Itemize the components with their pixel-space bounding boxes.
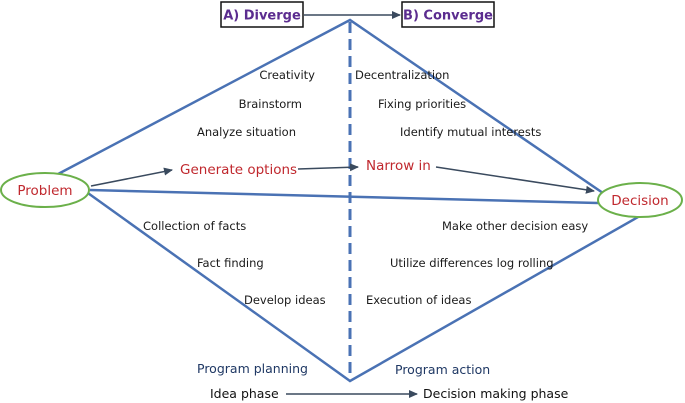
converge-label: B) Converge (403, 9, 493, 24)
diverge-top-item: Brainstorm (239, 97, 302, 111)
diverge-bottom-item: Fact finding (197, 256, 264, 270)
generate-to-narrow-arrow (297, 163, 359, 172)
converge-bottom-item: Make other decision easy (442, 219, 588, 233)
diverge-label: A) Diverge (223, 9, 301, 24)
decision-node (597, 182, 683, 218)
narrow-to-decision-arrow (435, 166, 595, 194)
program-planning-label: Program planning (197, 361, 308, 376)
problem-decision-line (89, 188, 599, 205)
converge-top-item: Identify mutual interests (400, 125, 541, 139)
converge-bottom-item: Utilize differences log rolling (390, 256, 554, 270)
converge-top-item: Fixing priorities (378, 97, 466, 111)
problem-label: Problem (17, 183, 72, 199)
generate-options-label: Generate options (180, 162, 297, 178)
narrow-in-label: Narrow in (366, 158, 431, 174)
diverge-bottom-item: Develop ideas (244, 293, 326, 307)
diverge-box (220, 1, 304, 28)
converge-top-item: Decentralization (355, 68, 449, 82)
idea-phase-label: Idea phase (210, 386, 279, 401)
decision-phase-label: Decision making phase (423, 386, 569, 401)
diverge-top-item: Analyze situation (197, 125, 296, 139)
diverge-bottom-item: Collection of facts (143, 219, 246, 233)
problem-to-generate-arrow (90, 167, 173, 187)
program-action-label: Program action (395, 362, 490, 377)
converge-bottom-item: Execution of ideas (366, 293, 471, 307)
converge-box (401, 1, 495, 28)
decision-label: Decision (611, 193, 668, 209)
problem-node (0, 172, 90, 208)
diverge-top-item: Creativity (259, 68, 315, 82)
